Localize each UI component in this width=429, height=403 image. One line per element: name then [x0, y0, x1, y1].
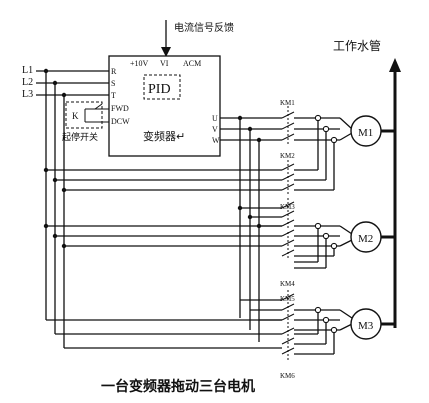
line-label-l2: L2	[22, 77, 33, 88]
terminal-acm: ACM	[183, 59, 201, 68]
motor-label-m2: M2	[358, 233, 373, 245]
motor-m3	[339, 308, 395, 340]
terminal-v: V	[212, 125, 218, 134]
contactor-km6: KM6	[280, 372, 295, 380]
feedback-arrow	[161, 20, 171, 57]
terminal-fwd: FWD	[111, 104, 129, 113]
water-pipe	[389, 58, 401, 328]
terminal-vi: VI	[160, 59, 169, 68]
contactor-km2: KM2	[280, 152, 295, 160]
terminal-10v: +10V	[130, 59, 149, 68]
diagram-title: 一台变频器拖动三台电机	[101, 378, 255, 395]
vfd-name: 变频器↵	[143, 129, 185, 143]
pipe-label: 工作水管	[333, 38, 381, 53]
contactor-switches	[281, 106, 295, 360]
terminal-u: U	[212, 114, 218, 123]
pid-label: PID	[148, 82, 171, 97]
terminal-s: S	[111, 79, 115, 88]
contactor-km4: KM4	[280, 280, 295, 288]
start-stop-switch	[65, 101, 109, 129]
motor-feed-wiring	[294, 114, 340, 355]
contactor-km5: KM5	[280, 295, 295, 303]
contactor-km3: KM3	[280, 203, 295, 211]
switch-caption: 起停开关	[62, 131, 98, 143]
vfd-output-wiring	[220, 117, 260, 342]
terminal-t: T	[111, 91, 116, 100]
vfd-side-wiring	[237, 115, 282, 321]
terminal-r: R	[111, 67, 117, 76]
line-label-l3: L3	[22, 89, 33, 100]
contactor-km1: KM1	[280, 99, 295, 107]
motor-m1	[339, 115, 395, 147]
motor-m2	[339, 221, 395, 253]
line-label-l1: L1	[22, 65, 33, 76]
terminal-dcw: DCW	[111, 117, 130, 126]
vfd-box	[108, 55, 221, 157]
motor-label-m3: M3	[358, 320, 374, 332]
feedback-label: 电流信号反馈	[174, 21, 234, 34]
motor-label-m1: M1	[358, 127, 373, 139]
switch-label: K	[72, 111, 79, 121]
terminal-w: W	[212, 136, 220, 145]
supply-lines	[36, 68, 110, 348]
bypass-supply-wiring	[43, 167, 282, 349]
